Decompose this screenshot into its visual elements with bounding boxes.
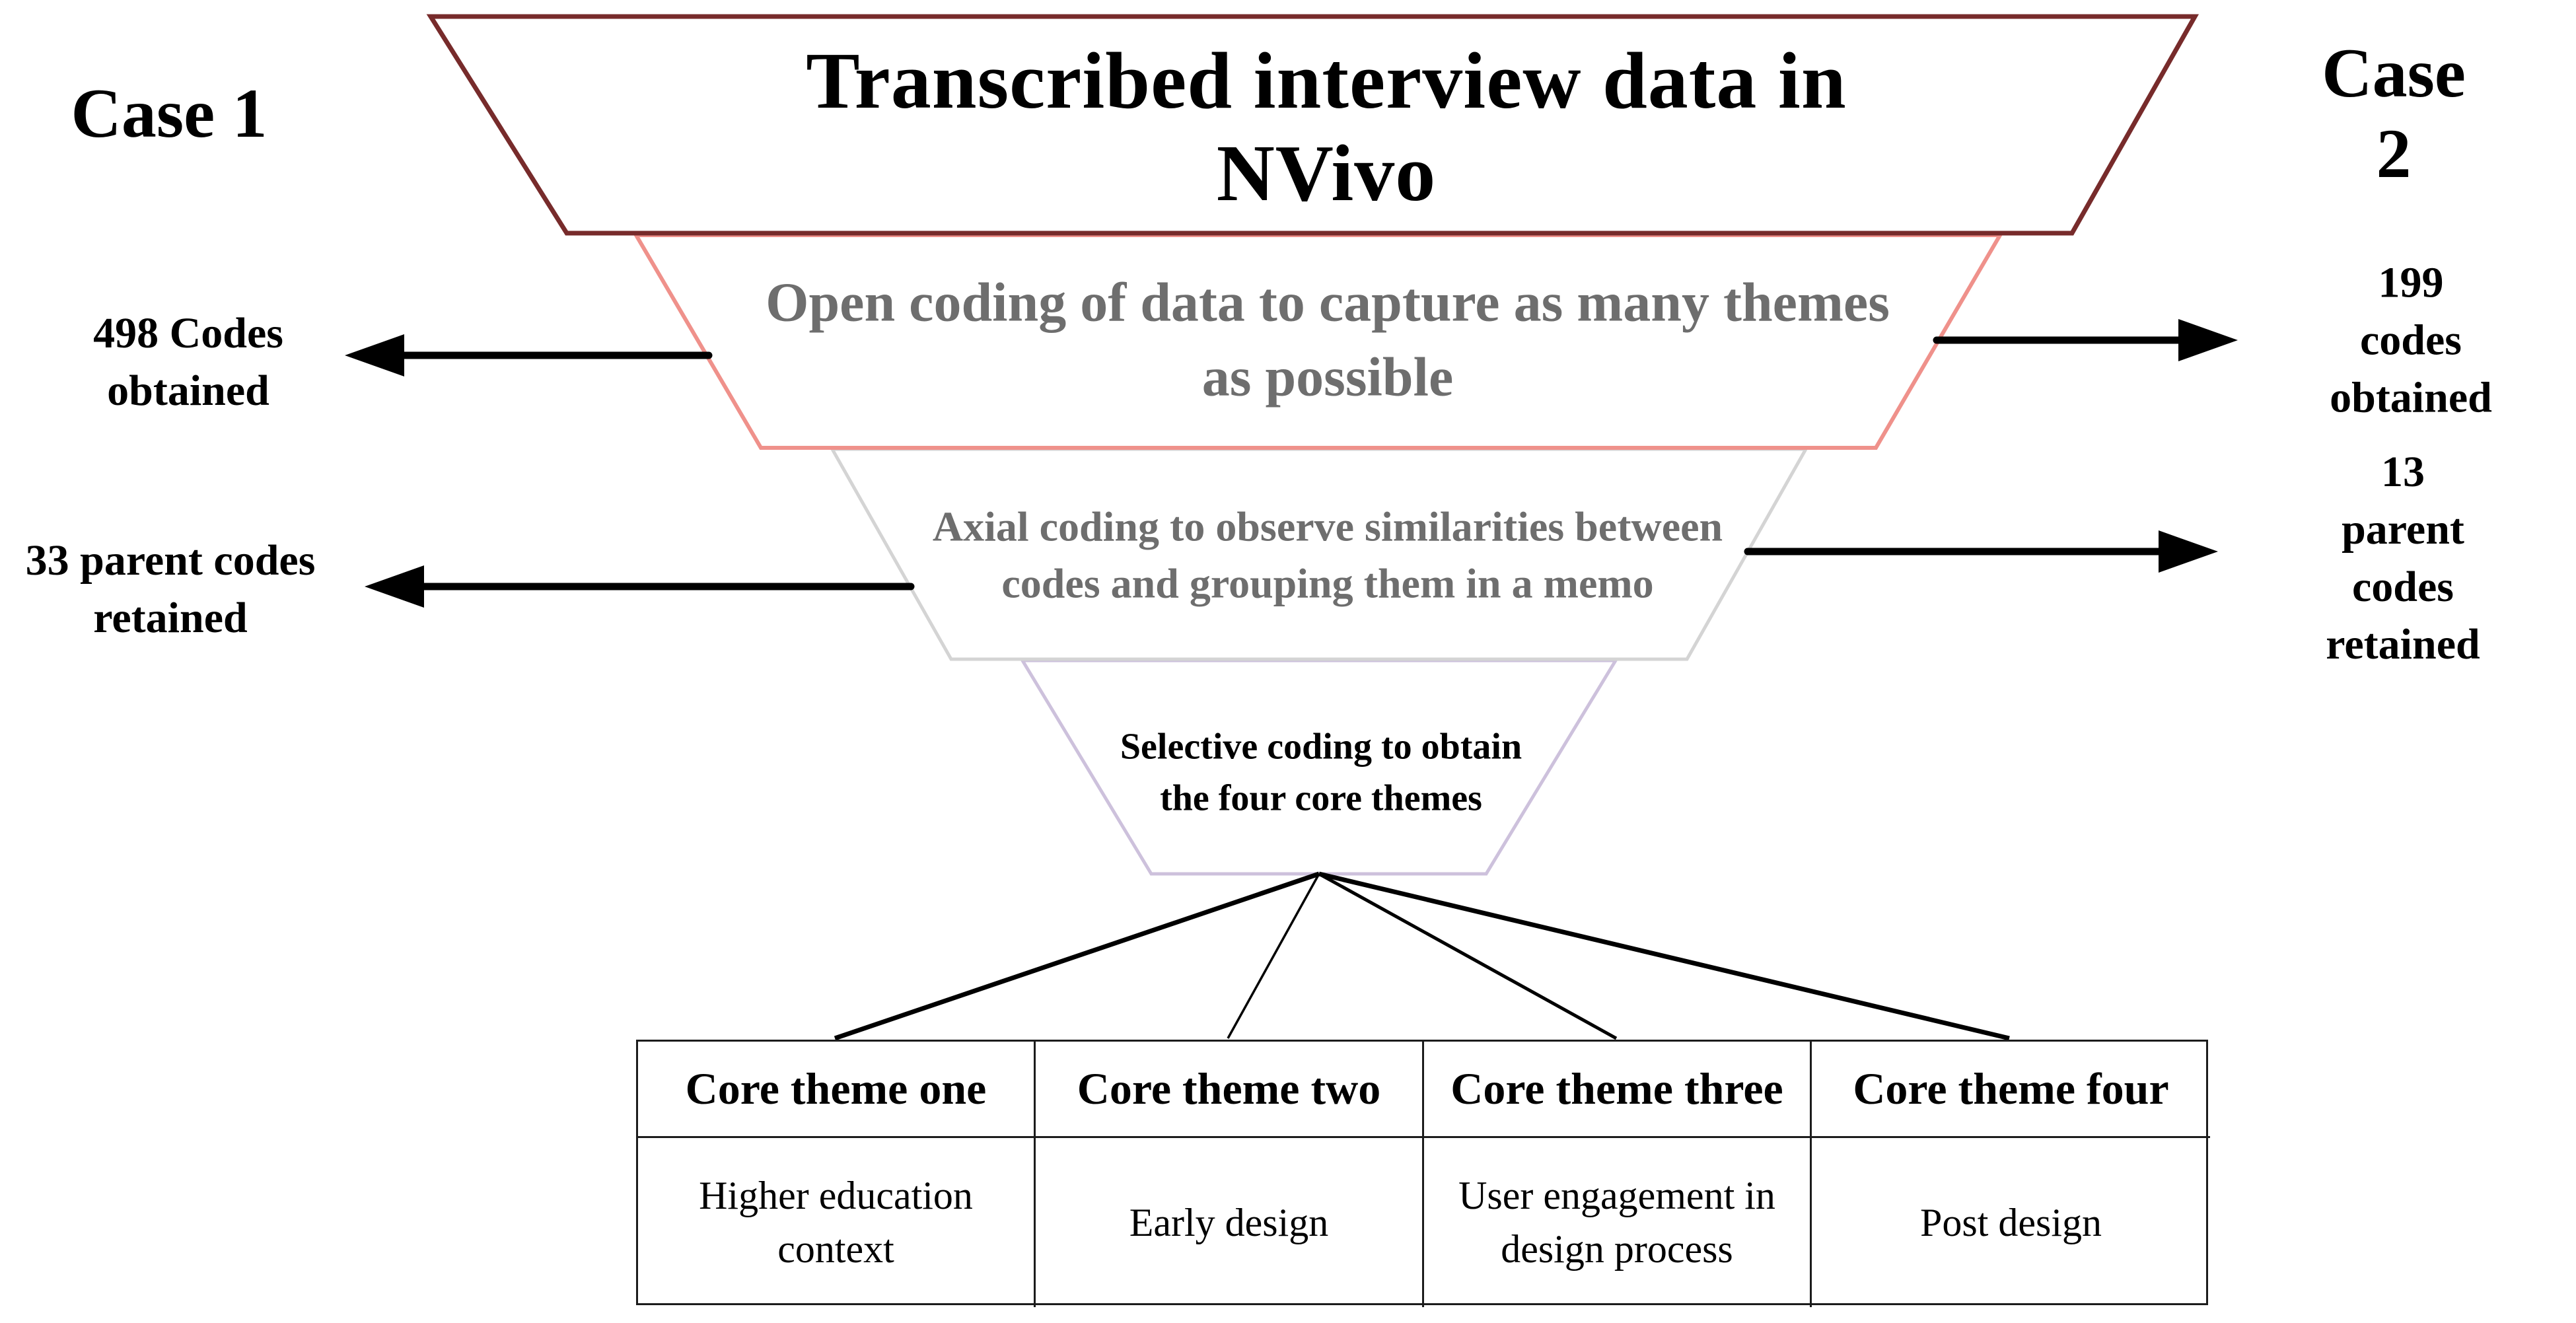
annotation-case1-parent-codes: 33 parent codes retained [25,536,316,642]
core-theme-three-header: Core theme three [1424,1042,1812,1138]
funnel-text-selective-coding: Selective coding to obtain the four core… [1120,726,1522,819]
funnel-text-axial-coding: Axial coding to observe similarities bet… [932,503,1723,607]
annotation-case2-parent-codes: 13 parent codes retained [2326,447,2480,669]
arrow-axial-right-head [2159,530,2218,573]
core-themes-table: Core theme one Core theme two Core theme… [636,1040,2210,1307]
funnel-tier-data-source [426,14,2200,236]
core-theme-two-value: Early design [1036,1138,1424,1307]
annotation-case2-codes-obtained: 199 codes obtained [2330,258,2492,422]
arrow-open-left-head [345,334,404,376]
core-theme-one-header: Core theme one [638,1042,1036,1138]
core-theme-two-header: Core theme two [1036,1042,1424,1138]
core-theme-one-value: Higher education context [638,1138,1036,1307]
arrow-axial-left-head [365,565,424,608]
funnel-title-transcribed-data: Transcribed interview data in NVivo [806,36,1847,218]
fan-line-theme-three [1318,872,1618,1040]
core-theme-four-header: Core theme four [1812,1042,2210,1138]
case1-label: Case 1 [71,75,268,152]
arrow-open-right-head [2178,319,2238,361]
fan-line-theme-two [1227,873,1320,1039]
core-theme-four-value: Post design [1919,1200,2102,1244]
core-theme-three-value: User engagement in design process [1424,1138,1812,1307]
annotation-case1-codes-obtained: 498 Codes obtained [93,308,283,415]
arrow-axial-left [365,565,915,608]
arrow-axial-right [1744,530,2218,573]
fan-line-theme-one [834,871,1320,1041]
arrow-open-left [345,334,713,376]
funnel-text-open-coding: Open coding of data to capture as many t… [766,271,1890,408]
fan-line-theme-four [1318,871,2010,1041]
arrow-open-right [1933,319,2238,361]
case2-label: Case 2 [2322,34,2466,192]
